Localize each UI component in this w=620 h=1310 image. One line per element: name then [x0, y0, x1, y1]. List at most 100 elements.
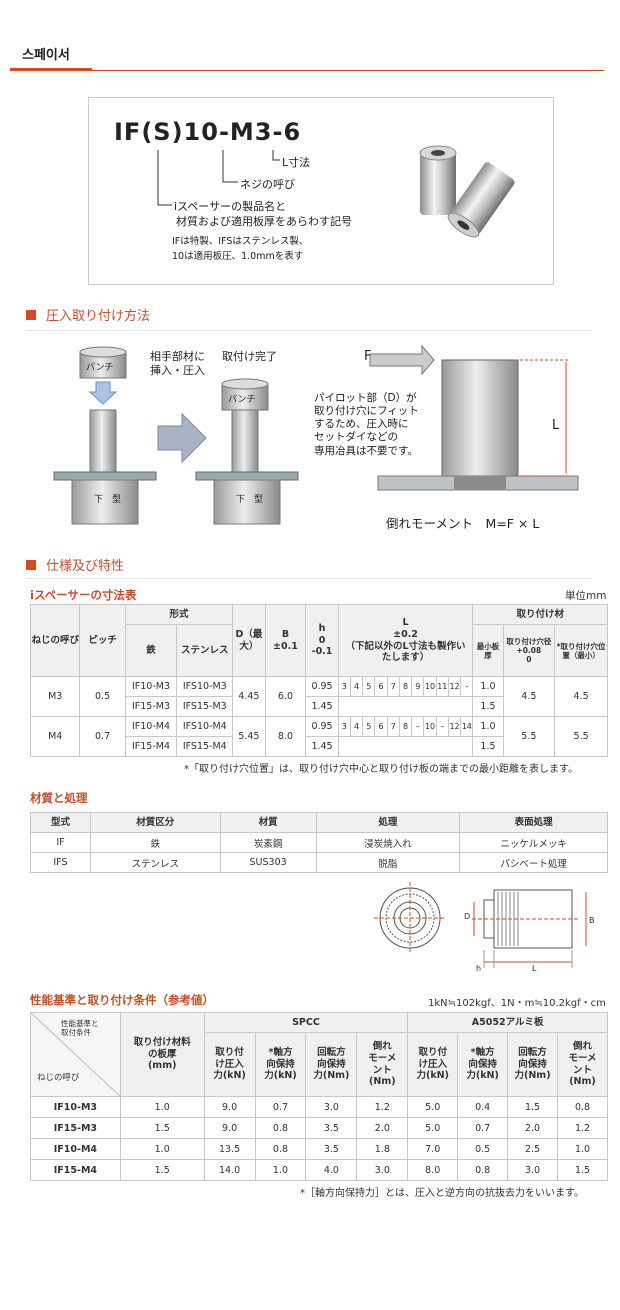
cell-l: 4 — [349, 676, 364, 697]
table-row: M3 0.5 IF10-M3 IFS10-M3 4.45 6.0 0.95 3 … — [29, 676, 608, 717]
th-line: 向保持 — [468, 1058, 497, 1070]
cell: IF10-M3 — [30, 1096, 121, 1118]
cell: 3.5 — [305, 1138, 358, 1160]
corner-top-label: 性能基準と取付条件 — [61, 1019, 99, 1037]
active-tab-indicator — [10, 68, 92, 71]
cell-l: 10 — [423, 676, 437, 697]
cell: 浸炭焼入れ — [315, 832, 461, 853]
th-hole-tol2: 0 — [526, 655, 532, 664]
cell: 1.5 — [557, 1159, 608, 1181]
th-line: 力(kN) — [213, 1070, 246, 1082]
moment-formula: 倒れモーメント M=F × L — [386, 516, 540, 531]
cell-min: 1.0 — [472, 716, 504, 737]
table-row: IF 鉄 炭素鋼 浸炭焼入れ ニッケルメッキ — [30, 832, 608, 853]
corner-header: 性能基準と取付条件 ねじの呼び — [30, 1012, 121, 1097]
cell-l: 7 — [386, 676, 400, 697]
dimension-table-title: iスペーサーの寸法表 — [30, 588, 137, 602]
cell: 0.8 — [254, 1138, 307, 1160]
th-moment-alu: 倒れモーメント(Nm) — [557, 1032, 608, 1097]
step1-label-2: 挿入・圧入 — [150, 364, 205, 377]
th-moment: 倒れモーメント(Nm) — [356, 1032, 409, 1097]
cell-min: 1.5 — [472, 696, 504, 717]
cell-l: 9 — [411, 676, 425, 697]
section-divider — [26, 578, 592, 579]
cell-d: 4.45 — [232, 676, 266, 717]
th-line: ント — [372, 1064, 392, 1076]
press-fit-heading-text: 圧入取り付け方法 — [46, 309, 151, 324]
th-b: B±0.1 — [264, 604, 307, 677]
table-row: IF10-M3 1.0 9.0 0.7 3.0 1.2 5.0 0.4 1.5 … — [30, 1096, 608, 1118]
cell: 7.0 — [407, 1138, 459, 1160]
cell-l: 8 — [398, 676, 413, 697]
cell-pos: 4.5 — [554, 676, 608, 717]
th-thread: ねじの呼び — [29, 604, 81, 677]
cell: SUS303 — [219, 852, 317, 873]
cell: 5.0 — [407, 1096, 459, 1118]
table-row: IFS ステンレス SUS303 脱脂 パシベート処理 — [30, 852, 608, 873]
cell: 脱脂 — [315, 852, 461, 873]
th-thickness: 取り付け材料の板厚(mm) — [119, 1012, 205, 1097]
cell-iron: IF10-M3 — [124, 676, 178, 697]
cell: 1.0 — [557, 1138, 608, 1160]
cell-pitch: 0.7 — [79, 716, 126, 757]
cell: ステンレス — [89, 852, 221, 873]
table-row: M4 0.7 IF10-M4 IFS10-M4 5.45 8.0 0.95 3 … — [29, 716, 608, 757]
spec-heading-text: 仕様及び特性 — [46, 559, 125, 574]
th-thickness-line-1: 取り付け材料 — [133, 1036, 191, 1048]
th-line: け圧入 — [418, 1058, 447, 1070]
punch-label-1: パンチ — [86, 363, 114, 373]
page-title: 스페이서 — [22, 48, 70, 63]
cell-l: 8 — [398, 716, 413, 737]
th-line: モーメ — [568, 1052, 597, 1064]
th-line: *軸方 — [470, 1046, 495, 1058]
cell: IF10-M4 — [30, 1138, 121, 1160]
table-row: IF15-M4 IFS15-M4 1.45 1.5 — [31, 736, 608, 757]
spacer-drawing — [374, 882, 587, 968]
cell: IF15-M4 — [30, 1159, 121, 1181]
th-l-tol: ±0.2 — [393, 628, 418, 640]
th-line: 向保持 — [317, 1058, 346, 1070]
th-axial-alu: *軸方向保持力(kN) — [457, 1032, 509, 1097]
corner-top-line-2: 取付条件 — [61, 1028, 91, 1037]
th-material: 材質 — [219, 812, 317, 833]
cell-min: 1.5 — [472, 736, 504, 757]
cell: パシベート処理 — [459, 852, 608, 873]
th-l-label: L — [402, 616, 409, 628]
cell: 0.7 — [254, 1096, 307, 1118]
cell: 9.0 — [203, 1096, 256, 1118]
cell-l: 4 — [349, 716, 364, 737]
part-code: IF(S)10-M3-6 — [114, 118, 302, 146]
section-divider — [26, 330, 592, 331]
cell-h: 1.45 — [305, 696, 339, 717]
th-hole-dia-label: 取り付け穴径 — [506, 637, 552, 646]
cell-l: – — [460, 676, 474, 697]
th-line: 力(Nm) — [514, 1070, 551, 1082]
cell: 3.0 — [507, 1159, 558, 1181]
press-fit-diagram — [53, 344, 579, 525]
cell: 鉄 — [89, 832, 221, 853]
table-row: IF15-M3 IFS15-M3 1.45 1.5 — [31, 696, 608, 717]
th-line: け圧入 — [215, 1058, 244, 1070]
section-marker — [26, 559, 36, 570]
cell-l: 7 — [386, 716, 400, 737]
cell: 0.7 — [457, 1117, 509, 1139]
cell-l: 6 — [374, 676, 388, 697]
note-label-1: IFは特製、IFSはステンレス製、 — [172, 236, 309, 247]
th-line: 倒れ — [372, 1040, 392, 1052]
cell-hole: 4.5 — [502, 676, 556, 717]
performance-title: 性能基準と取り付け条件（参考値） — [30, 993, 214, 1007]
pilot-note-line-3: するため、圧入時に — [314, 418, 409, 431]
die-label-2: 下 型 — [236, 495, 264, 505]
l-size-label: L寸法 — [282, 156, 311, 169]
th-line: ント — [572, 1064, 592, 1076]
spacer-product-image — [419, 145, 515, 238]
cell-pitch: 0.5 — [79, 676, 126, 717]
cell: 13.5 — [203, 1138, 256, 1160]
th-d: D（最大） — [232, 604, 266, 677]
th-thickness-line-3: (mm) — [147, 1060, 177, 1072]
material-table: 型式 材質区分 材質 処理 表面処理 IF 鉄 炭素鋼 浸炭焼入れ ニッケルメッ… — [30, 812, 608, 873]
th-line: 取り付 — [418, 1046, 447, 1058]
cell-h: 0.95 — [305, 676, 339, 697]
performance-table: 性能基準と取付条件 ねじの呼び 取り付け材料の板厚(mm) SPCC A5052… — [30, 1012, 608, 1181]
